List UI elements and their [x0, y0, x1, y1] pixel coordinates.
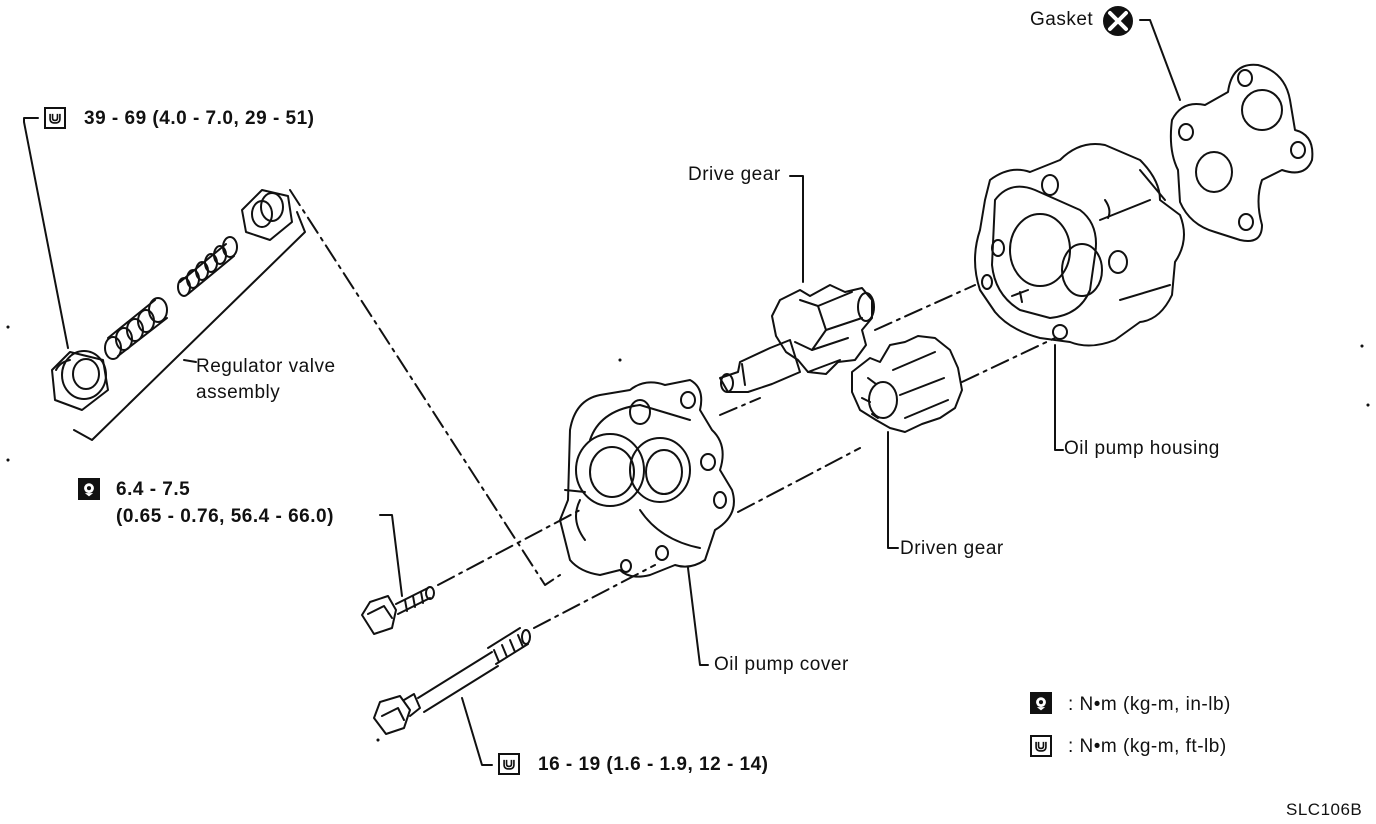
oil-pump-cover-label: Oil pump cover [714, 654, 849, 675]
long-bolt-torque-leader [461, 697, 493, 766]
oil-pump-housing-label: Oil pump housing [1064, 438, 1220, 459]
cover-to-driven-line [737, 447, 861, 513]
legend-inlb-text: : N•m (kg-m, in-lb) [1068, 694, 1231, 715]
cover-leader [687, 567, 709, 666]
regulator-torque-spec: 39 - 69 (4.0 - 7.0, 29 - 51) [84, 108, 315, 129]
regulator-valve-assembly [23, 117, 306, 441]
legend-ftlb-text: : N•m (kg-m, ft-lb) [1068, 736, 1227, 757]
regulator-label-leader [183, 359, 197, 363]
short-bolt-torque-leader [379, 514, 403, 597]
gasket-leader [1139, 19, 1181, 101]
legend-inlb-icon [1030, 692, 1052, 714]
oil-pump-housing [974, 143, 1185, 347]
torque-wrench-ftlb-icon [44, 107, 66, 129]
drive-gear-label: Drive gear [688, 164, 781, 185]
drive-gear-leader [789, 175, 804, 283]
regulator-spring-1 [104, 297, 168, 360]
short-bolt-torque-line1: 6.4 - 7.5 [116, 479, 191, 500]
regulator-valve-end [241, 189, 293, 241]
short-bolt [361, 586, 435, 635]
replace-part-x-icon [1103, 6, 1133, 36]
short-bolt-centerline [437, 509, 581, 586]
driven-gear-centerline [961, 337, 1056, 383]
torque-wrench-ftlb-icon [498, 753, 520, 775]
regulator-bracket-line [73, 211, 306, 441]
driven-gear-leader [887, 431, 899, 549]
drive-gear [719, 284, 875, 393]
drive-gear-centerline-2 [874, 284, 976, 331]
oil-pump-cover [559, 379, 735, 578]
regulator-plug [51, 350, 109, 411]
legend-ftlb-icon [1030, 735, 1052, 757]
regulator-label-line1: Regulator valve [196, 356, 336, 377]
regulator-spring-2 [177, 236, 238, 297]
scan-dots [6, 325, 1370, 742]
driven-gear [851, 335, 963, 433]
torque-wrench-inlb-icon [78, 478, 100, 500]
housing-leader [1054, 344, 1064, 451]
long-bolt-torque-spec: 16 - 19 (1.6 - 1.9, 12 - 14) [538, 754, 769, 775]
drive-gear-centerline-1 [719, 397, 761, 416]
figure-code: SLC106B [1286, 800, 1363, 819]
short-bolt-torque-line2: (0.65 - 0.76, 56.4 - 66.0) [116, 506, 334, 527]
regulator-torque-leader [23, 117, 69, 349]
regulator-to-cover-line [289, 189, 561, 586]
gasket-label: Gasket [1030, 9, 1094, 30]
gasket [1169, 63, 1314, 242]
long-bolt-centerline [533, 564, 656, 629]
regulator-label-line2: assembly [196, 382, 281, 403]
driven-gear-label: Driven gear [900, 538, 1004, 559]
long-bolt [373, 627, 531, 735]
